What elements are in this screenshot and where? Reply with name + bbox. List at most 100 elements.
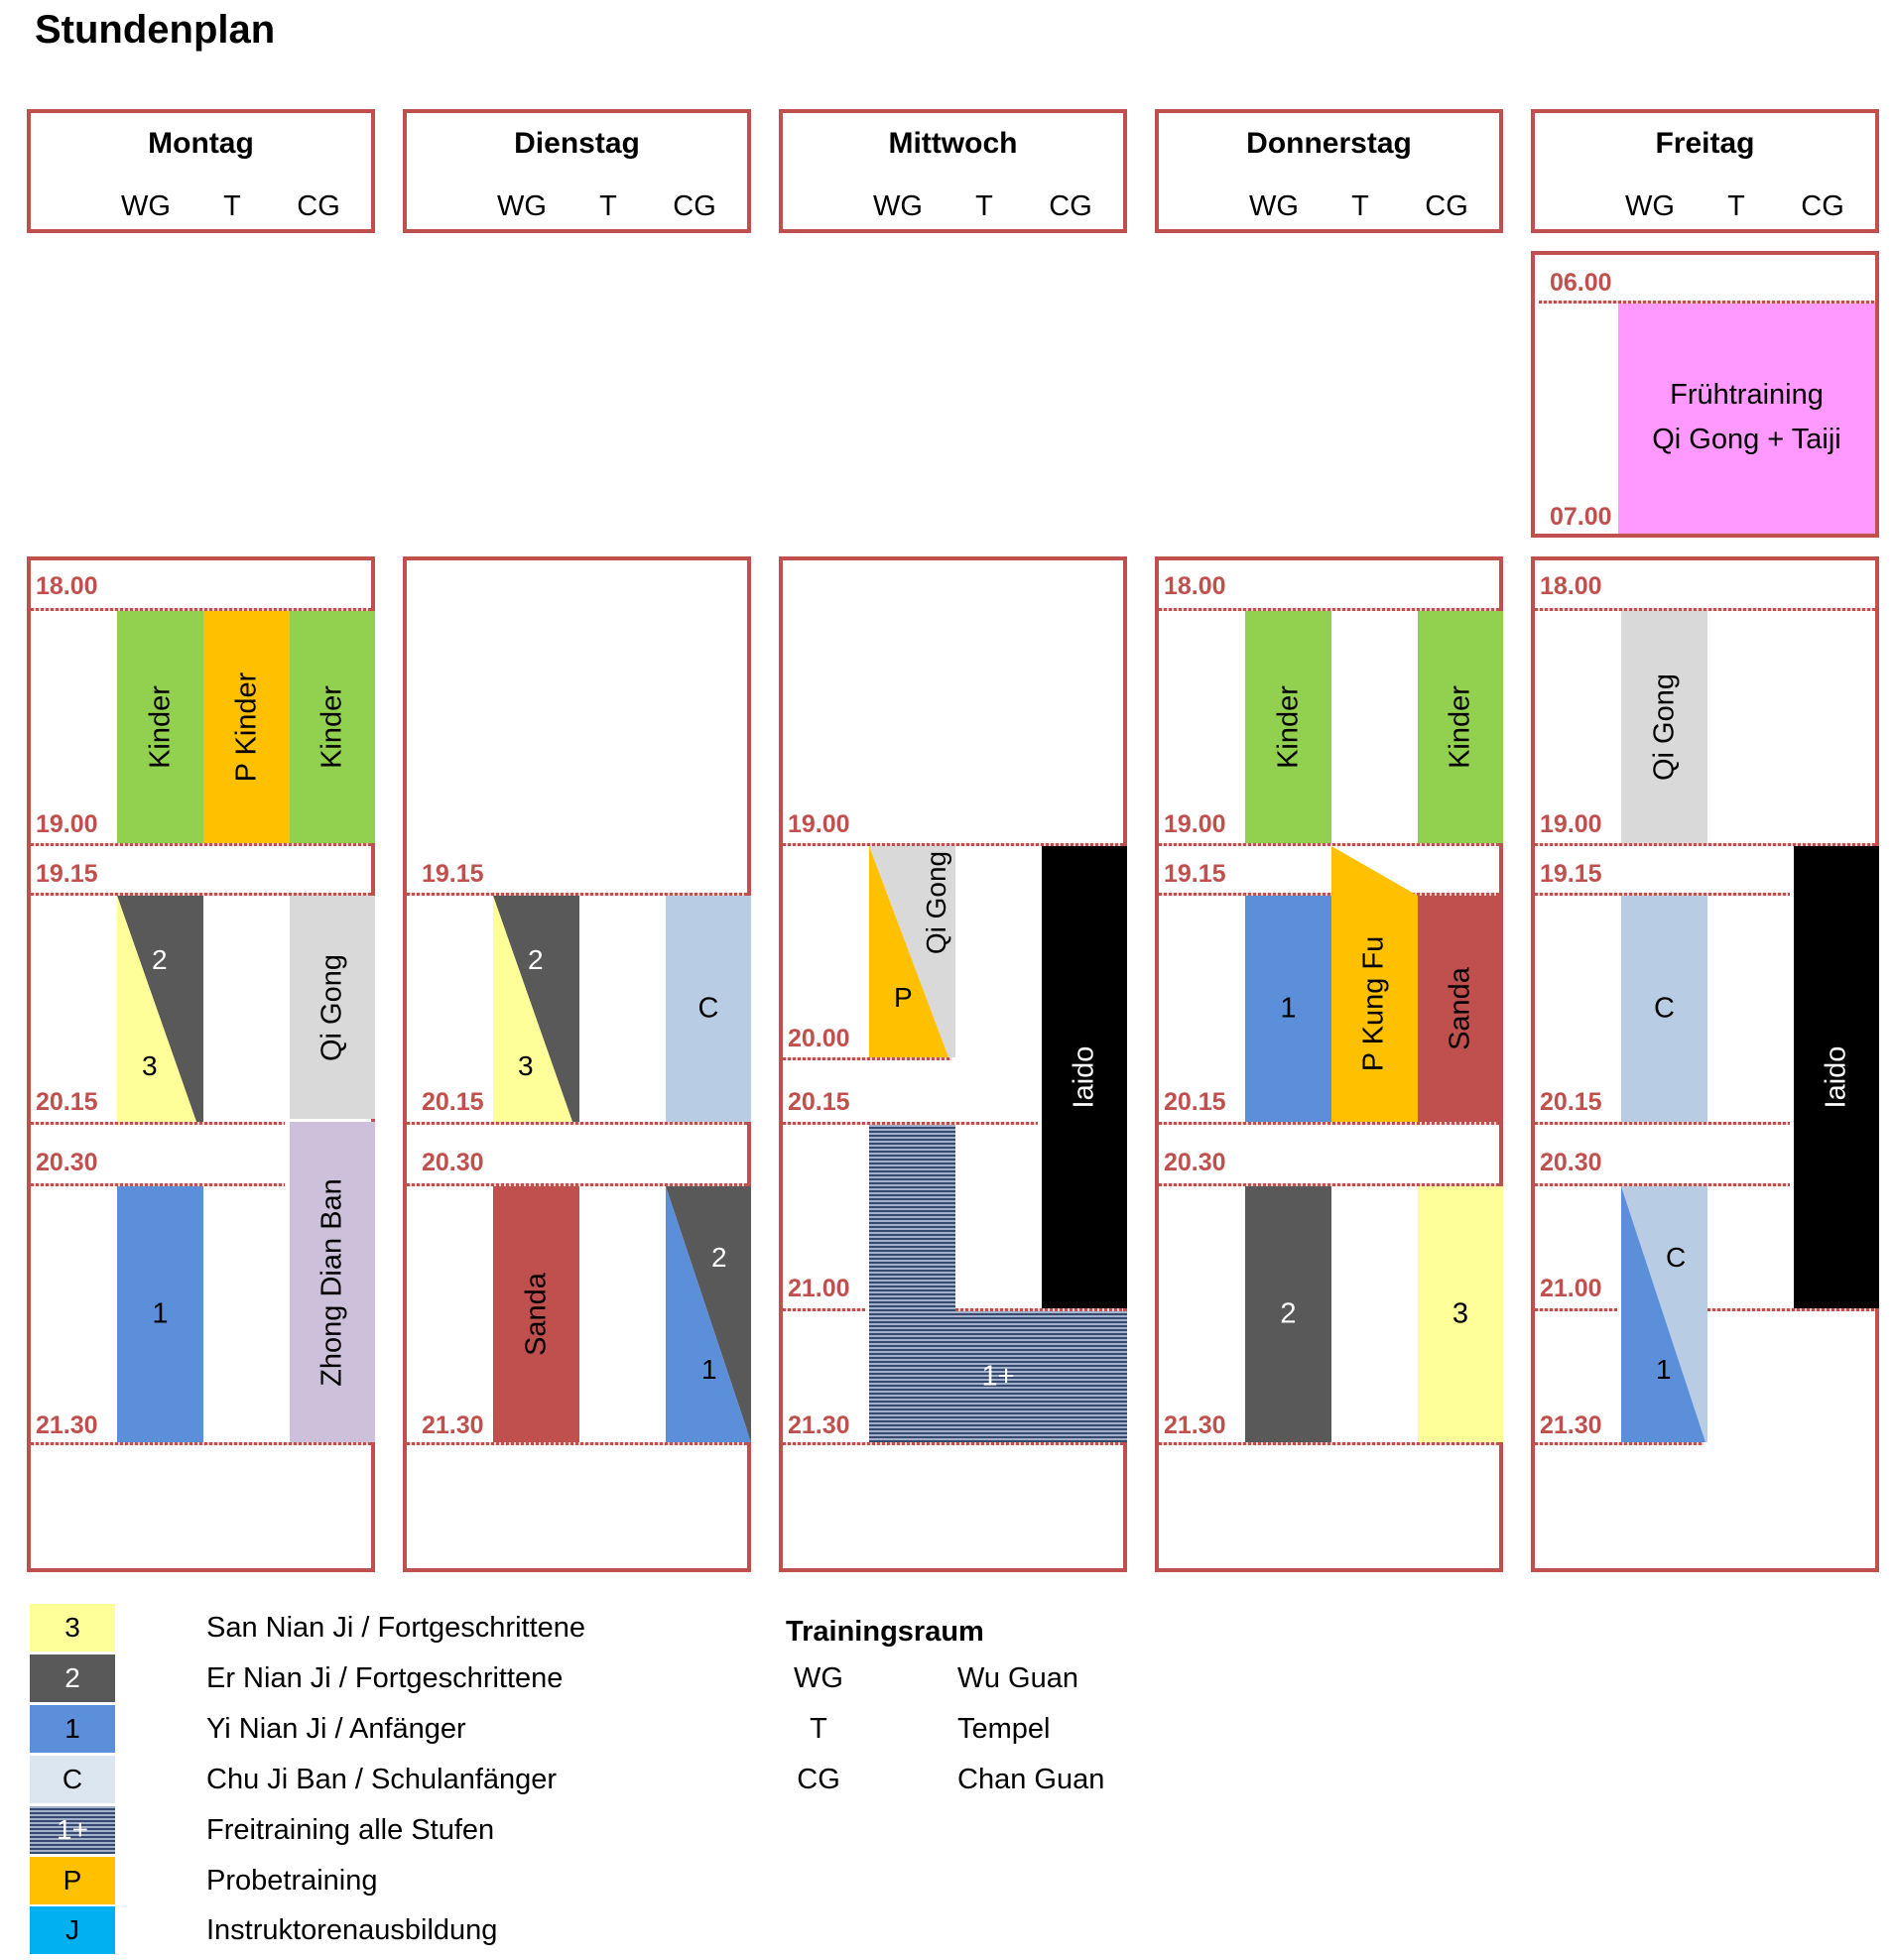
block-label: 1+ [981,1360,1015,1393]
day-header-freitag: Freitag WG T CG [1531,109,1879,233]
time-label: 19.15 [1164,860,1226,888]
room-t: T [975,190,993,222]
time-line [31,1442,371,1445]
iaido-block: Iaido [1794,846,1879,1308]
split-2-1-block [666,1186,751,1442]
block-label: 1 [1280,992,1297,1025]
qi-gong-label: Qi Gong [921,850,951,955]
kinder-cg-block: Kinder [290,611,375,843]
time-line [407,1183,747,1186]
block-label: Kinder [1272,685,1304,769]
room-name: Wu Guan [957,1662,1078,1694]
sanda-block: Sanda [493,1186,579,1442]
time-label: 18.00 [36,572,98,600]
room-t: T [599,190,617,222]
time-line [407,893,747,896]
split-qigong-p-block [869,846,955,1057]
level-2-block: 2 [1245,1186,1331,1442]
time-line [31,1122,285,1125]
friday-morning-panel: 06.00 Frühtraining Qi Gong + Taiji 07.00 [1531,251,1879,538]
legend-swatch-level-2: 2 [30,1654,115,1702]
time-line [1535,608,1875,611]
legend-label: Probetraining [206,1865,378,1897]
time-line [783,1122,1038,1125]
time-line [31,1183,285,1186]
time-label: 20.15 [1164,1088,1226,1116]
level-1-block: 1 [117,1186,203,1442]
room-wg: WG [1625,190,1675,222]
room-wg: WG [873,190,923,222]
time-label: 20.15 [788,1088,850,1116]
time-label: 20.30 [1164,1149,1226,1176]
level-2-label: 2 [711,1242,727,1273]
legend-swatch-freitraining: 1+ [30,1806,115,1854]
day-label: Dienstag [514,127,640,160]
kinder-wg-block: Kinder [1245,611,1331,843]
time-label: 20.30 [422,1149,484,1176]
time-label: 21.30 [422,1411,484,1439]
rooms-legend-title: Trainingsraum [786,1616,984,1648]
time-label: 20.30 [36,1149,98,1176]
time-line [783,1308,865,1311]
time-label: 19.15 [422,860,484,888]
level-2-label: 2 [528,944,544,975]
chu-ji-ban-block: C [666,896,751,1122]
level-1-label: 1 [701,1354,717,1385]
room-abbr: CG [797,1764,840,1795]
block-label: C [1654,992,1675,1025]
friday-panel: 18.00 Qi Gong 19.00 Iaido 19.15 C 20.15 … [1531,556,1879,1572]
time-line [1159,1122,1499,1125]
room-abbr: T [810,1713,827,1745]
thursday-panel: 18.00 Kinder Kinder 19.00 19.15 1 P Kung… [1155,556,1503,1572]
time-line [1159,843,1499,846]
time-line [955,1308,1123,1311]
block-label: P Kinder [230,672,262,783]
room-wg: WG [497,190,547,222]
block-label: Qi Gong [316,953,348,1061]
time-line [1535,893,1790,896]
chu-ji-ban-block: C [1621,896,1707,1122]
block-label: Iaido [1820,1045,1852,1109]
time-label: 21.30 [788,1411,850,1439]
time-line [1159,608,1499,611]
sanda-block: Sanda [1418,896,1503,1122]
day-label: Donnerstag [1246,127,1412,160]
time-label: 21.30 [36,1411,98,1439]
day-header-dienstag: Dienstag WG T CG [403,109,751,233]
page-title: Stundenplan [35,8,276,52]
day-header-montag: Montag WG T CG [27,109,375,233]
time-line [1159,1442,1499,1445]
legend-swatch-level-3: 3 [30,1604,115,1652]
time-label: 19.00 [1164,810,1226,838]
room-cg: CG [1425,190,1468,222]
legend-label: Chu Ji Ban / Schulanfänger [206,1764,558,1795]
room-name: Tempel [957,1713,1051,1745]
room-name: Chan Guan [957,1764,1105,1795]
room-cg: CG [1049,190,1092,222]
qi-gong-block: Qi Gong [1621,611,1707,843]
time-line [31,843,371,846]
time-line [1535,843,1875,846]
room-t: T [223,190,241,222]
kinder-cg-block: Kinder [1418,611,1503,843]
time-label: 06.00 [1550,269,1612,297]
block-label: Kinder [316,685,348,769]
block-label: 1 [152,1297,169,1330]
time-label: 19.00 [788,810,850,838]
time-label: 21.00 [1540,1275,1602,1302]
level-3-label: 3 [518,1050,534,1081]
iaido-block: Iaido [1042,846,1127,1308]
time-label: 20.15 [36,1088,98,1116]
time-label: 20.15 [1540,1088,1602,1116]
time-label: 07.00 [1550,503,1612,531]
legend-swatch-probetraining: P [30,1857,115,1904]
time-line [1707,1308,1875,1311]
time-label: 20.00 [788,1025,850,1052]
time-line [1539,301,1875,304]
time-label: 19.00 [36,810,98,838]
time-label: 19.15 [1540,860,1602,888]
legend-label: Freitraining alle Stufen [206,1814,495,1846]
tuesday-panel: 19.15 2 3 C 20.15 20.30 Sanda 2 1 21.30 [403,556,751,1572]
time-label: 20.15 [422,1088,484,1116]
legend-label: Yi Nian Ji / Anfänger [206,1713,466,1745]
